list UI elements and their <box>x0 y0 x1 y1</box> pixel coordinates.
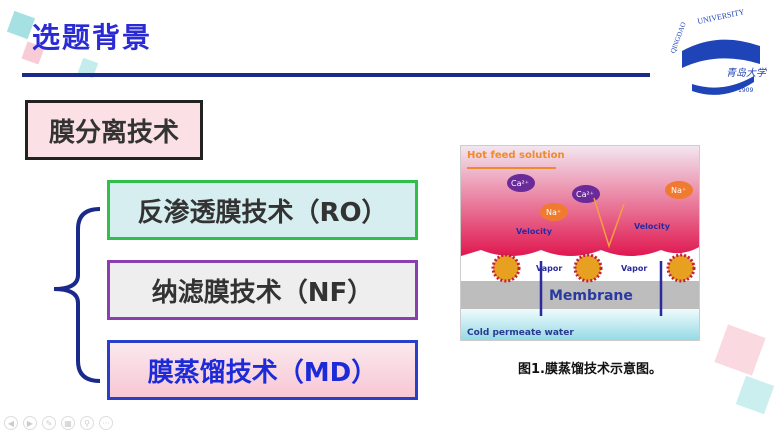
figure-caption: 图1.膜蒸馏技术示意图。 <box>518 362 662 377</box>
item-nf: 纳滤膜技术（NF） <box>107 260 418 320</box>
svg-text:Ca²⁺: Ca²⁺ <box>576 190 594 199</box>
zoom-button[interactable]: ⚲ <box>80 416 94 430</box>
decor-square <box>735 375 775 415</box>
svg-text:1909: 1909 <box>738 87 753 94</box>
svg-text:Na⁺: Na⁺ <box>671 186 686 195</box>
svg-text:Vapor: Vapor <box>621 264 647 273</box>
svg-text:Velocity: Velocity <box>634 222 671 231</box>
svg-text:青岛大学: 青岛大学 <box>726 67 767 79</box>
slide-title: 选题背景 <box>32 21 153 54</box>
svg-text:Cold permeate water: Cold permeate water <box>467 328 574 338</box>
svg-text:Membrane: Membrane <box>549 288 633 304</box>
svg-text:Ca²⁺: Ca²⁺ <box>511 179 529 188</box>
item-md: 膜蒸馏技术（MD） <box>107 340 418 400</box>
bracket <box>53 207 101 383</box>
svg-text:Velocity: Velocity <box>516 227 553 236</box>
svg-text:Na⁺: Na⁺ <box>546 208 561 217</box>
university-logo: 青岛大学 1909 UNIVERSITY QINGDAO <box>668 6 768 106</box>
md-diagram: Hot feed solution Ca²⁺ Ca²⁺ Na⁺ Na⁺ Velo… <box>460 145 700 341</box>
decor-square <box>714 324 766 376</box>
svg-text:Vapor: Vapor <box>536 264 562 273</box>
more-options-button[interactable]: ··· <box>99 416 113 430</box>
decor-square <box>6 10 36 40</box>
main-topic-box: 膜分离技术 <box>25 100 203 160</box>
svg-text:Hot feed solution: Hot feed solution <box>467 150 565 161</box>
title-divider <box>22 73 650 77</box>
pen-tool-button[interactable]: ✎ <box>42 416 56 430</box>
slides-overview-button[interactable]: ▦ <box>61 416 75 430</box>
next-slide-button[interactable]: ▶ <box>23 416 37 430</box>
previous-slide-button[interactable]: ◀ <box>4 416 18 430</box>
item-ro: 反渗透膜技术（RO） <box>107 180 418 240</box>
